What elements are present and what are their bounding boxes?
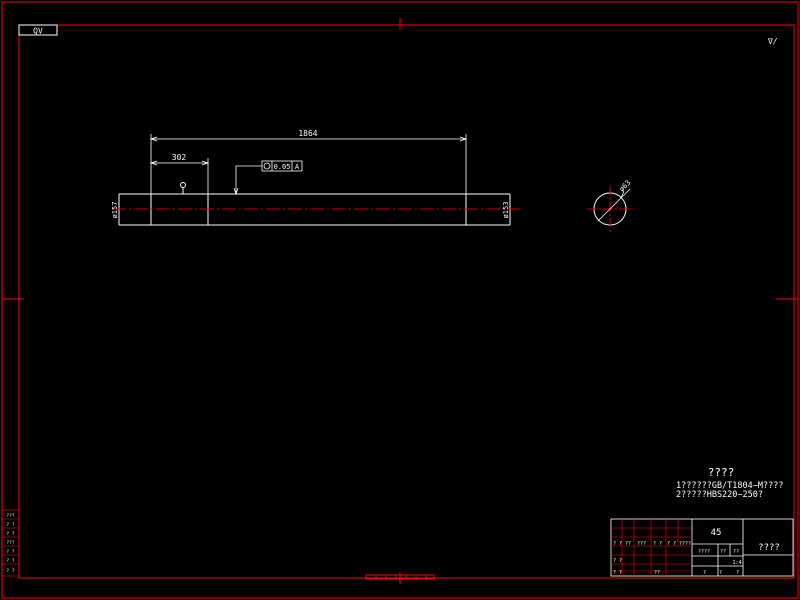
title-cell: ?? xyxy=(625,541,631,547)
title-cell: ?? xyxy=(733,549,739,555)
left-strip-cell: ? ? xyxy=(6,558,14,564)
view-label-box: QV xyxy=(18,24,58,36)
title-cell: ? xyxy=(703,570,706,576)
title-block-text: 45 ???? 1:4 ? ? ?? ??? ? ? ? ? ???? ????… xyxy=(613,528,780,576)
scale-field: 1:4 xyxy=(732,560,741,566)
tolerance-frame: 0.05 A xyxy=(261,160,303,172)
tolerance-value: 0.05 xyxy=(274,163,291,171)
title-cell: ? ? xyxy=(653,541,662,547)
notes-line-1: 1??????GB/T1804−M???? xyxy=(676,481,783,491)
title-block-left-grid xyxy=(611,519,692,576)
title-cell: ?? xyxy=(654,570,660,576)
title-cell: ???? xyxy=(698,549,710,555)
title-cell: ? xyxy=(719,570,722,576)
part-name-field: ???? xyxy=(758,543,780,553)
step-length-dimension: 302 xyxy=(172,153,187,162)
circular-runout-icon xyxy=(263,162,271,170)
title-cell: ? xyxy=(736,570,739,576)
title-cell: ? ? xyxy=(613,570,622,576)
left-diameter-dimension: ø157 xyxy=(111,202,119,219)
technical-notes: ???? 1??????GB/T1804−M???? 2?????HBS220−… xyxy=(676,466,783,500)
section-diameter-dimension: ø63 xyxy=(618,179,633,194)
material-field: 45 xyxy=(711,528,722,538)
notes-title: ???? xyxy=(708,466,735,479)
left-strip-cell: ? ? xyxy=(6,549,14,555)
left-strip: ??? ? ? ? ? ??? ? ? ? ? ? ? xyxy=(1,509,20,577)
roughness-symbol-icon: ∇/ xyxy=(767,37,778,46)
left-strip-cell: ? ? xyxy=(6,522,14,528)
notes-line-2: 2?????HBS220−250? xyxy=(676,490,763,500)
title-cell: ?? xyxy=(720,549,726,555)
section-view: ø63 xyxy=(587,179,633,232)
title-cell: ? ? xyxy=(613,541,622,547)
left-strip-cell: ? ? xyxy=(6,568,14,574)
left-strip-cell: ??? xyxy=(6,540,14,546)
title-block xyxy=(610,518,794,577)
view-label: QV xyxy=(33,27,43,36)
title-cell: ? ? xyxy=(667,541,676,547)
dimension-lines xyxy=(149,134,468,196)
right-diameter-dimension: ø153 xyxy=(502,202,510,219)
title-cell: ? ? xyxy=(613,558,622,564)
left-strip-cell: ? ? xyxy=(6,531,14,537)
overall-length-dimension: 1864 xyxy=(298,129,317,138)
title-cell: ??? xyxy=(637,541,646,547)
title-cell: ???? xyxy=(679,541,691,547)
shaft-geometry xyxy=(118,182,511,226)
left-strip-cell: ??? xyxy=(6,513,14,519)
tolerance-datum: A xyxy=(295,163,300,171)
